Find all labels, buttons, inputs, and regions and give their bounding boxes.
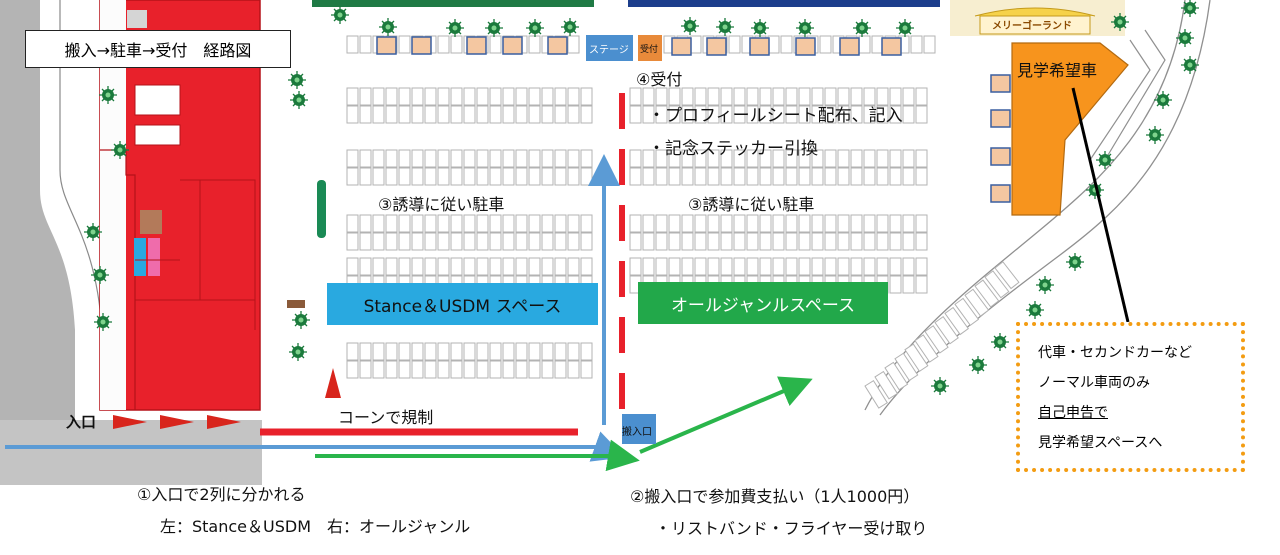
reception-label: 受付 (640, 45, 659, 55)
notice-line-4: 見学希望スペースへ (1038, 435, 1163, 451)
cone-icon (325, 368, 341, 398)
pointer-line (1071, 87, 1130, 323)
step4-item-1: ・プロフィールシート配布、記入 (648, 106, 903, 126)
entrance-label: 入口 (66, 413, 97, 431)
top-bar-blue (628, 0, 940, 7)
entrance-arrows (113, 415, 241, 429)
trees (84, 0, 1199, 395)
route-green-diag (639, 376, 813, 454)
all-genre-label: オールジャンルスペース (670, 295, 856, 316)
notice-line-3: 自己申告で (1038, 405, 1108, 421)
loading-gate-block (622, 414, 656, 444)
title-box: 搬入→駐車→受付 経路図 (25, 30, 291, 68)
step1-title: ①入口で2列に分かれる (137, 485, 306, 504)
notice-line-2: ノーマル車両のみ (1038, 375, 1150, 391)
top-bar-green (312, 0, 594, 7)
viewing-zone-shape (1011, 42, 1129, 216)
step2-detail: ・リストバンド・フライヤー受け取り (655, 519, 928, 538)
page-title: 搬入→駐車→受付 経路図 (64, 41, 252, 60)
loading-gate-label: 搬入口 (622, 427, 652, 438)
vendor-booths (376, 36, 1011, 203)
notice-line-1: 代車・セカンドカーなど (1038, 345, 1192, 361)
parking-fan (864, 261, 1020, 409)
stage-block (586, 35, 633, 61)
step2-title: ②搬入口で参加費支払い（1人1000円） (630, 487, 920, 506)
merry-go-round-icon (950, 0, 1125, 36)
stance-usdm-zone: Stance＆USDM スペース (327, 283, 598, 325)
step1-detail: 左：Stance＆USDM 右：オールジャンル (160, 517, 471, 536)
stance-usdm-label: Stance＆USDM スペース (363, 296, 562, 317)
cone-label: コーンで規制 (338, 408, 434, 427)
step4-title: ④受付 (636, 70, 683, 89)
viewing-cars-label: 見学希望車 (1017, 61, 1098, 80)
stage-label: ステージ (589, 45, 629, 56)
all-genre-zone: オールジャンルスペース (638, 282, 888, 324)
parking-guide-left: ③誘導に従い駐車 (378, 195, 505, 214)
road-left (0, 0, 75, 420)
step4-item-2: ・記念ステッカー引換 (648, 139, 818, 159)
parked-car (317, 180, 326, 238)
road-entrance (0, 420, 262, 485)
parking-guide-right: ③誘導に従い駐車 (688, 195, 815, 214)
reception-block (638, 35, 662, 61)
merry-go-round-label: メリーゴーランド (992, 21, 1072, 32)
notice-box: 代車・セカンドカーなど ノーマル車両のみ 自己申告で 見学希望スペースへ (1016, 322, 1245, 472)
